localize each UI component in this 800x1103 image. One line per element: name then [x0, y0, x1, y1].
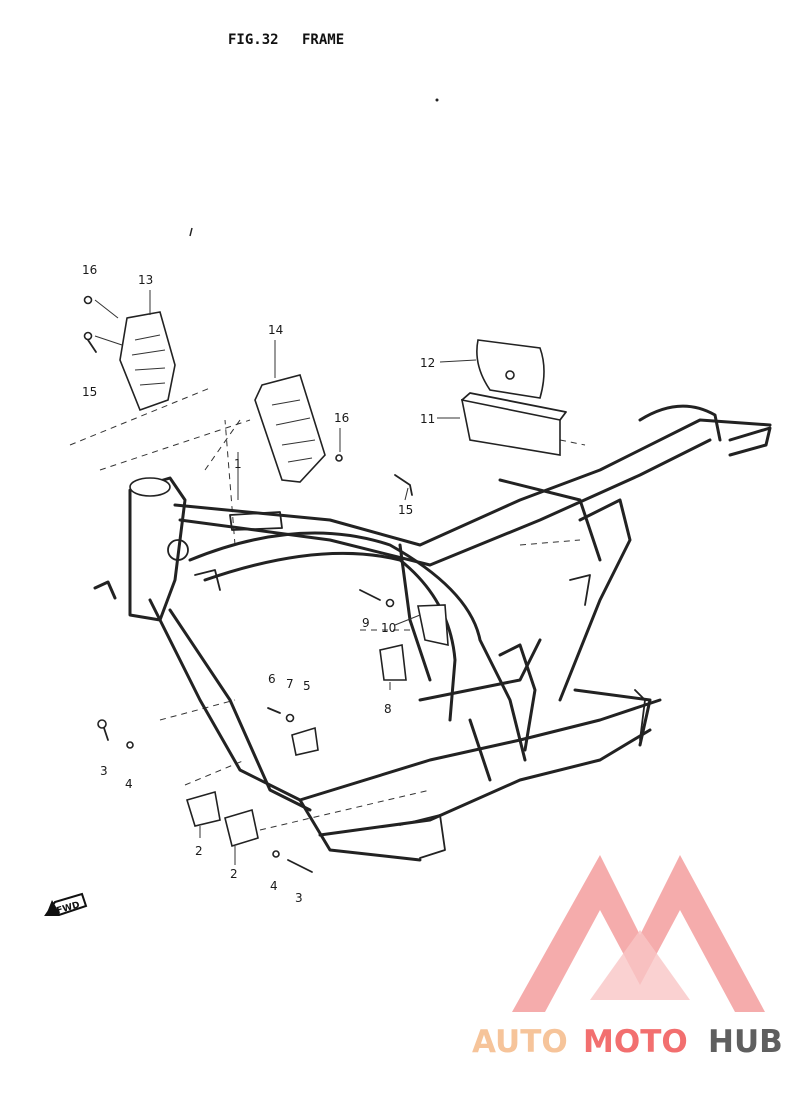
automotohub-logo: AUTO MOTO HUB	[472, 855, 783, 1060]
callout-15-left: 15	[82, 385, 97, 399]
callout-4-right: 4	[270, 879, 278, 893]
part-11-battery-box	[460, 392, 567, 456]
part-14-side-cover	[254, 374, 326, 483]
callout-10: 10	[381, 621, 396, 635]
callout-9: 9	[362, 616, 370, 630]
callout-2-left: 2	[195, 844, 203, 858]
callout-7: 7	[286, 677, 294, 691]
part-13-side-cover	[119, 311, 176, 412]
part-12-battery-cover	[476, 339, 545, 399]
callout-1: 1	[234, 457, 242, 471]
callout-6: 6	[268, 672, 276, 686]
callout-11: 11	[420, 412, 435, 426]
callout-4-left: 4	[125, 777, 133, 791]
hardware-parts	[83, 295, 449, 873]
callout-2-right: 2	[230, 867, 238, 881]
reference-dash-lines	[69, 387, 586, 831]
callout-5: 5	[303, 679, 311, 693]
callout-16-left: 16	[82, 263, 97, 277]
callout-14: 14	[268, 323, 283, 337]
forward-direction-arrow: FWD	[44, 892, 88, 916]
figure-number: FIG.32	[228, 32, 279, 48]
callout-16-right: 16	[334, 411, 349, 425]
figure-title: FRAME	[302, 32, 344, 48]
callout-8: 8	[384, 702, 392, 716]
scan-specks	[189, 98, 439, 237]
callout-15-right: 15	[398, 503, 413, 517]
logo-text-auto: AUTO	[472, 1024, 568, 1060]
callout-3-left: 3	[100, 764, 108, 778]
logo-text-moto: MOTO	[583, 1024, 688, 1060]
motorcycle-frame	[93, 404, 772, 862]
callout-12: 12	[420, 356, 435, 370]
callout-numbers: 1 2 2 3 3 4 4 5 6 7 8 9 10 11 12 13 14 1…	[82, 263, 435, 905]
logo-text-hub: HUB	[708, 1024, 783, 1060]
leader-lines	[94, 290, 477, 865]
callout-3-right: 3	[295, 891, 303, 905]
callout-13: 13	[138, 273, 153, 287]
